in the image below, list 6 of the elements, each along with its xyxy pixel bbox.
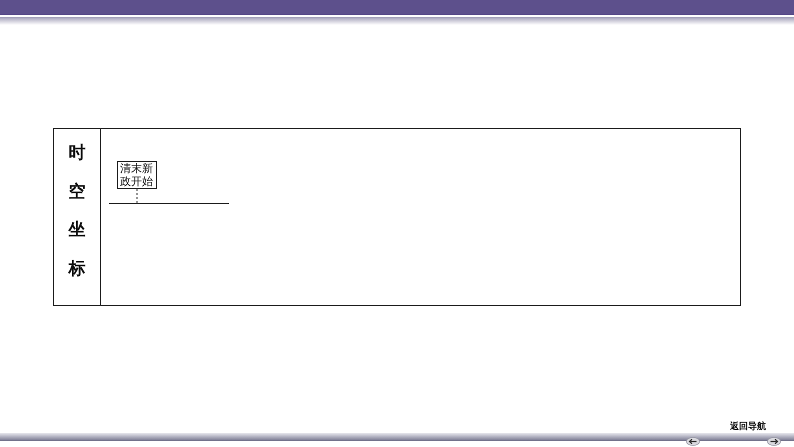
table-cell (100, 128, 741, 306)
nav-link: 返回导航 (730, 422, 766, 433)
heading-cell: 时空坐标 (53, 128, 101, 306)
event-box: 清末新政开始 (117, 161, 157, 189)
leader-line (136, 188, 138, 204)
timeline-axis (109, 203, 229, 204)
